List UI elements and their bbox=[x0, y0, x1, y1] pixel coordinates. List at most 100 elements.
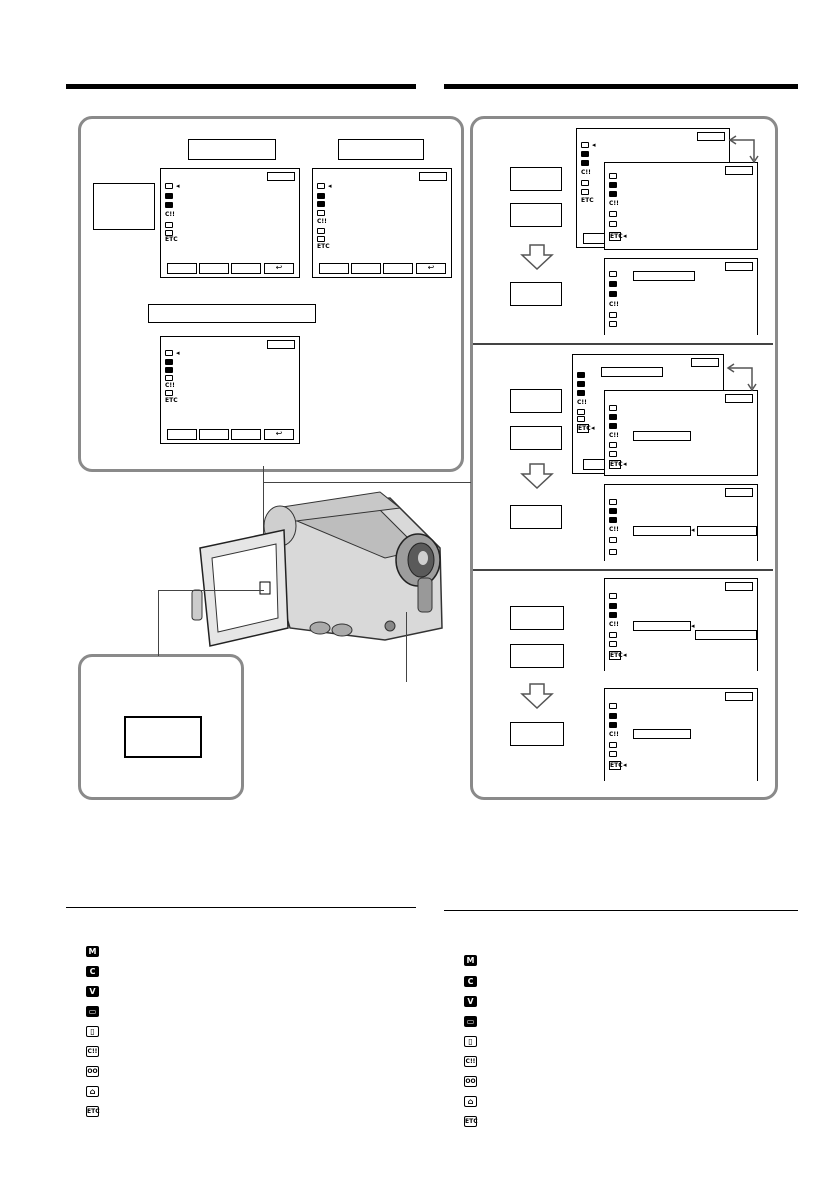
manual-set-icon bbox=[609, 173, 619, 180]
manual-set-icon bbox=[165, 183, 175, 190]
callout-line-horizontal bbox=[263, 482, 471, 483]
menu-screen-b: ◂ C!! ETC ↩ bbox=[312, 168, 452, 278]
camera-set-icon bbox=[609, 281, 619, 288]
screen-button-2[interactable] bbox=[351, 263, 381, 274]
legend-vcr-set-icon: V bbox=[86, 986, 99, 997]
selected-item-box bbox=[633, 526, 691, 536]
setup-menu-icon bbox=[577, 416, 587, 423]
selected-item-box bbox=[633, 621, 691, 631]
screen-button-3[interactable] bbox=[231, 429, 261, 440]
etc-icon: ETC bbox=[609, 232, 623, 241]
cm-set-icon: C!! bbox=[577, 399, 587, 406]
tape-set-icon bbox=[317, 228, 327, 235]
etc-icon: ETC bbox=[577, 424, 591, 433]
step1-screen-result: C!! bbox=[604, 258, 758, 335]
legend-camera-set-icon: C bbox=[464, 976, 477, 987]
menu-screen-c: ◂ C!! ETC ↩ bbox=[160, 336, 300, 444]
callout-button-label bbox=[124, 716, 202, 758]
cm-set-icon: C!! bbox=[609, 621, 619, 628]
left-heading-rule bbox=[66, 84, 416, 89]
lcd-vf-set-icon bbox=[317, 201, 327, 208]
right-heading-rule bbox=[444, 84, 798, 89]
pointer-arrow-icon: ◂ bbox=[691, 622, 695, 630]
camera-set-icon bbox=[609, 182, 619, 189]
camera-set-icon bbox=[577, 381, 587, 388]
cm-set-icon: C!! bbox=[317, 218, 327, 225]
pointer-arrow-icon: ◂ bbox=[176, 182, 180, 190]
callout-line-top bbox=[158, 590, 264, 591]
legend-setup-menu-icon: ⌂ bbox=[464, 1096, 477, 1107]
step3-label-3 bbox=[510, 722, 564, 746]
setup-menu-icon bbox=[165, 390, 175, 397]
callout-line-to-panel bbox=[158, 590, 159, 656]
setup-menu-icon bbox=[609, 751, 619, 758]
pointer-arrow-icon: ◂ bbox=[623, 232, 627, 240]
legend-camera-set-icon: C bbox=[86, 966, 99, 977]
option-box bbox=[695, 630, 757, 640]
screen-button-3[interactable] bbox=[383, 263, 413, 274]
etc-icon: ETC bbox=[165, 236, 178, 243]
pointer-arrow-icon: ◂ bbox=[176, 349, 180, 357]
cm-set-icon: C!! bbox=[581, 169, 591, 176]
setup-menu-icon bbox=[609, 451, 619, 458]
legend-etc-icon: ETC bbox=[86, 1106, 100, 1117]
setup-menu-icon bbox=[317, 236, 327, 243]
selected-item-box bbox=[633, 431, 691, 441]
lcd-vf-set-icon bbox=[609, 291, 619, 298]
pointer-arrow-icon: ◂ bbox=[328, 182, 332, 190]
lcd-vf-set-icon bbox=[609, 612, 619, 619]
cm-set-icon: C!! bbox=[609, 301, 619, 308]
etc-icon: ETC bbox=[581, 197, 594, 204]
screen-button-3[interactable] bbox=[231, 263, 261, 274]
cm-set-icon: C!! bbox=[609, 200, 619, 207]
status-tag bbox=[691, 358, 719, 367]
callout-line-vertical bbox=[263, 466, 264, 590]
tape-set-icon bbox=[609, 742, 619, 749]
selected-item-box bbox=[633, 271, 695, 281]
mode-label-c bbox=[148, 304, 316, 323]
screen-button-1[interactable] bbox=[167, 429, 197, 440]
legend-cm-set-icon: C!! bbox=[464, 1056, 477, 1067]
tape-set-icon bbox=[609, 632, 619, 639]
legend-manual-set-icon: M bbox=[86, 946, 99, 957]
lcd-vf-set-icon bbox=[609, 722, 619, 729]
legend-etc-icon: ETC bbox=[464, 1116, 478, 1127]
pointer-arrow-icon: ◂ bbox=[623, 651, 627, 659]
legend-setup-menu-icon: ⌂ bbox=[86, 1086, 99, 1097]
tape-set-icon bbox=[609, 211, 619, 218]
screen-button-1[interactable] bbox=[167, 263, 197, 274]
mode-label-b bbox=[338, 139, 424, 160]
return-button[interactable]: ↩ bbox=[416, 263, 446, 274]
pointer-arrow-icon: ◂ bbox=[691, 526, 695, 534]
setup-menu-icon bbox=[609, 549, 619, 556]
step2-label-3 bbox=[510, 505, 562, 529]
legend-lcd-vf-set-icon: ▭ bbox=[464, 1016, 477, 1027]
manual-set-icon bbox=[609, 703, 619, 710]
manual-set-icon bbox=[609, 271, 619, 278]
pointer-arrow-icon: ◂ bbox=[591, 424, 595, 432]
tape-set-icon bbox=[609, 312, 619, 319]
return-button[interactable]: ↩ bbox=[264, 429, 294, 440]
lcd-vf-set-icon bbox=[165, 367, 175, 374]
legend-memory-set-icon: ▯ bbox=[86, 1026, 99, 1037]
screen-button-1[interactable] bbox=[319, 263, 349, 274]
screen-button-2[interactable] bbox=[199, 429, 229, 440]
return-button[interactable]: ↩ bbox=[264, 263, 294, 274]
etc-icon: ETC bbox=[165, 397, 178, 404]
vcr-set-icon bbox=[317, 193, 327, 200]
tape-set-icon bbox=[165, 222, 175, 229]
step1-label-2 bbox=[510, 203, 562, 227]
manual-set-icon bbox=[317, 183, 327, 190]
etc-icon: ETC bbox=[317, 243, 330, 250]
cm-set-icon: C!! bbox=[165, 382, 175, 389]
camera-set-icon bbox=[609, 414, 619, 421]
step3-label-1 bbox=[510, 606, 564, 630]
manual-set-icon bbox=[609, 593, 619, 600]
option-box bbox=[697, 526, 757, 536]
tape-set-icon bbox=[609, 537, 619, 544]
manual-set-icon bbox=[609, 499, 619, 506]
screen-button-2[interactable] bbox=[199, 263, 229, 274]
menu-button-label bbox=[93, 183, 155, 230]
status-tag bbox=[725, 262, 753, 271]
memory-set-icon bbox=[317, 210, 327, 217]
